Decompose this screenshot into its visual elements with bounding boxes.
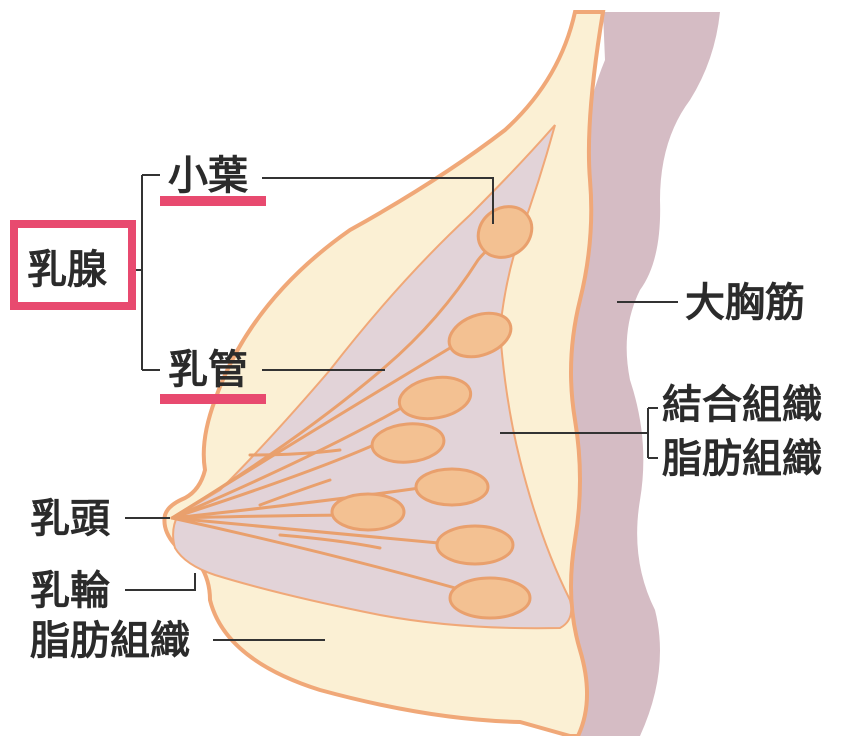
lobule-underline xyxy=(160,196,266,206)
lobule xyxy=(447,311,513,359)
label-lobule: 小葉 xyxy=(168,153,249,199)
lobule xyxy=(448,576,532,620)
label-nipple: 乳頭 xyxy=(30,496,111,542)
lobule xyxy=(476,205,534,259)
lobule xyxy=(397,375,473,421)
label-areola: 乳輪 xyxy=(30,568,110,614)
lobule xyxy=(435,524,515,566)
duct-underline xyxy=(160,394,266,404)
mammary-gland-highlight-box xyxy=(10,220,136,310)
label-connective-tissue: 結合組織 xyxy=(662,382,822,428)
label-mammary-gland: 乳腺 xyxy=(27,247,108,293)
label-pectoralis-major: 大胸筋 xyxy=(685,280,805,326)
lobule xyxy=(414,467,490,507)
lobule xyxy=(370,422,446,464)
label-fat-tissue-right: 脂肪組織 xyxy=(662,436,822,482)
label-duct: 乳管 xyxy=(168,347,248,393)
lobule xyxy=(330,492,406,532)
label-fat-tissue-bottom: 脂肪組織 xyxy=(30,618,190,664)
pectoralis-major-muscle xyxy=(566,12,720,736)
lobules xyxy=(330,205,534,620)
